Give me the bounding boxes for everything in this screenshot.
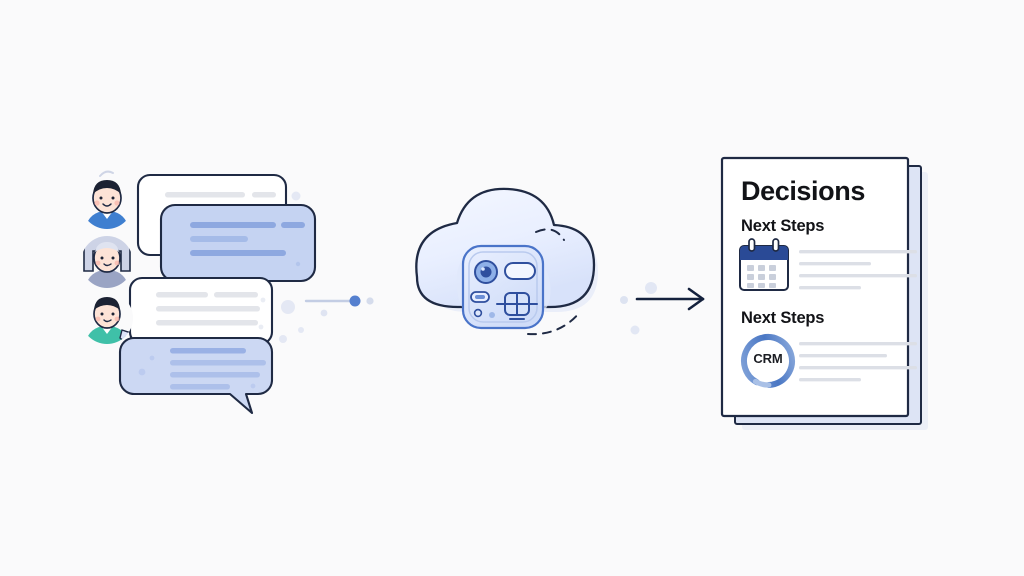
chat-bubble-blue-upper [159,203,317,302]
bubble-dot [258,324,264,330]
small-button-icon [470,291,490,303]
bubble-dot [295,261,301,267]
ai-device [461,244,545,330]
crm-icon-label: CRM [753,351,783,366]
flow-arrow-right [635,287,705,311]
dashed-arc-top [535,228,565,241]
bubble-dot [250,383,256,389]
bubble-text-lines [156,292,260,326]
conversations-panel [81,170,317,415]
connector-line-left [304,295,374,317]
avatar-2 [81,236,133,288]
avatar-1 [81,170,133,229]
avatar-3 [81,292,133,344]
section-1-text-lines [799,250,917,290]
decisions-document-panel [720,156,928,430]
crm-ring-icon [741,334,795,388]
dashed-arc-bottom [527,311,581,336]
indicator-dots [473,308,495,318]
document-title: Decisions [741,176,865,206]
bubble-text-lines [190,222,305,256]
camera-lens-icon [474,260,498,284]
section-2-text-lines [799,342,917,382]
calendar-icon [739,238,789,291]
bubble-dot [138,368,146,376]
section-heading-next-steps-2: Next Steps [741,309,825,327]
network-chip-icon [496,292,538,320]
bubble-dot [260,297,266,303]
bubble-text-lines [170,348,266,390]
section-heading-next-steps-1: Next Steps [741,217,825,235]
chat-bubble-blue-bottom [118,336,274,415]
bubble-dot [149,355,155,361]
pill-button-icon [504,262,536,280]
ai-cloud-panel [415,187,598,336]
